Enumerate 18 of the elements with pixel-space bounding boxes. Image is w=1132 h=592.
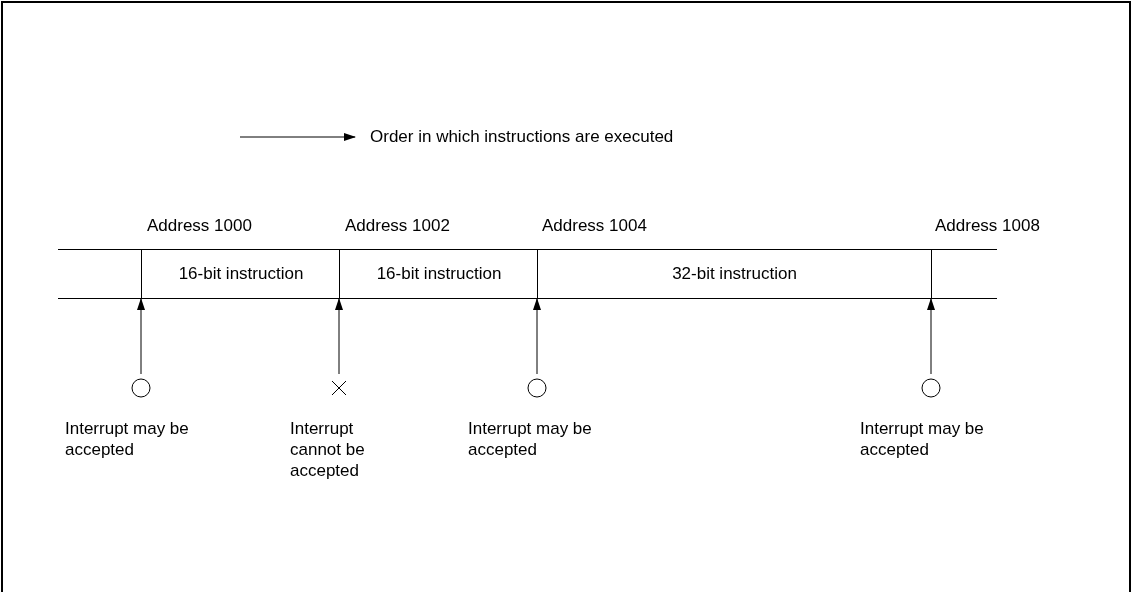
note-text: Interrupt may be accepted: [860, 418, 985, 460]
note-text: Interrupt may be accepted: [468, 418, 593, 460]
circle-mark: [921, 378, 941, 398]
circle-mark: [131, 378, 151, 398]
note-text: Interrupt may be accepted: [65, 418, 190, 460]
arrow: [927, 298, 935, 375]
circle-mark: [527, 378, 547, 398]
address-label: Address 1000: [147, 215, 252, 236]
arrow: [533, 298, 541, 375]
address-label: Address 1004: [542, 215, 647, 236]
address-label: Address 1008: [935, 215, 1040, 236]
arrow: [137, 298, 145, 375]
note-text: Interrupt cannot be accepted: [290, 418, 366, 481]
cross-mark: [329, 378, 349, 398]
instruction-cell: 32-bit instruction: [537, 249, 932, 299]
address-label: Address 1002: [345, 215, 450, 236]
arrow: [335, 298, 343, 375]
legend-text: Order in which instructions are executed: [370, 126, 674, 147]
